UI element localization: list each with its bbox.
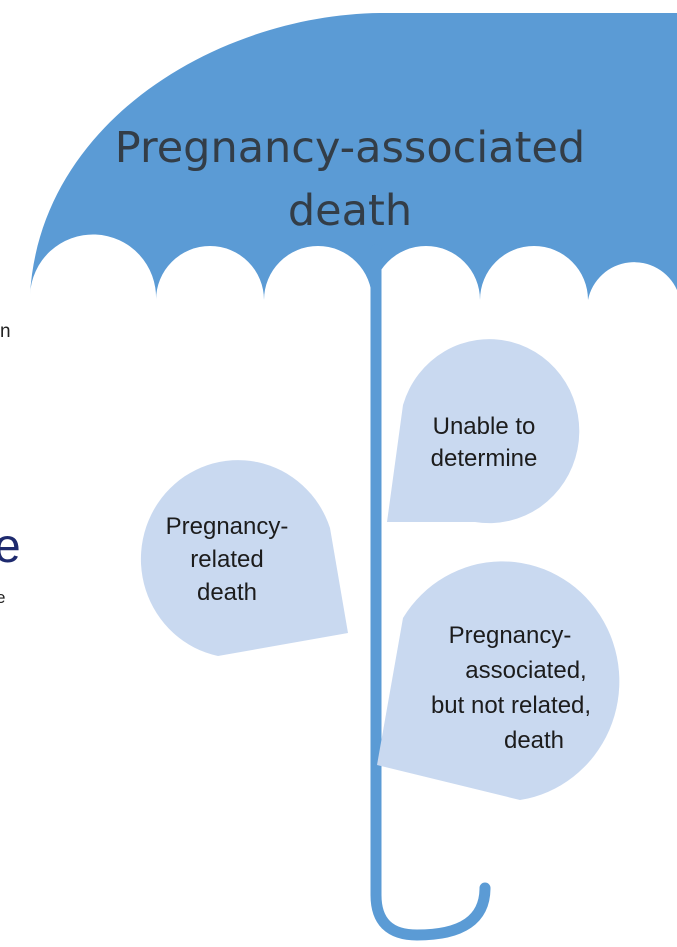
umbrella-title-line-1: Pregnancy-associated [115, 123, 585, 173]
umbrella-shaft [370, 244, 491, 941]
drop-not-related-line-3: but not related, [431, 692, 591, 719]
drop-not-related-line-4: death [504, 727, 564, 754]
umbrella-title-line-2: death [288, 186, 412, 236]
drop-unable-line-1: Unable to [433, 413, 536, 440]
drop-related-line-1: Pregnancy- [166, 513, 289, 540]
drop-unable-line-2: determine [431, 445, 538, 472]
cropped-text-fragment-2: e [0, 588, 5, 607]
umbrella-canopy [30, 13, 677, 300]
drop-unable-to-determine [387, 339, 580, 524]
drop-related-line-2: related [190, 546, 263, 573]
cropped-heading-fragment: e [0, 520, 21, 573]
drop-pregnancy-related [140, 460, 348, 656]
drop-not-related-line-2: associated, [465, 657, 586, 684]
cropped-text-fragment-1: n [0, 321, 11, 342]
drop-associated-not-related [377, 561, 620, 800]
drop-not-related-line-1: Pregnancy- [449, 622, 572, 649]
drop-related-line-3: death [197, 579, 257, 606]
